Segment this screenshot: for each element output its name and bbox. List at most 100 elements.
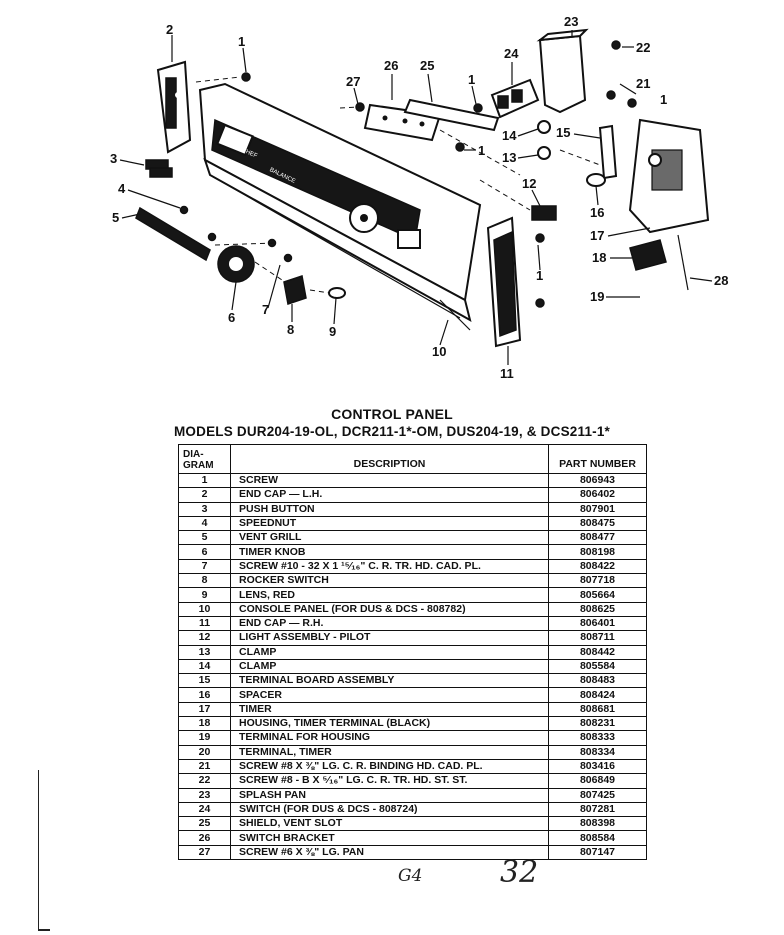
part-description: CLAMP: [230, 658, 549, 675]
part-number: 807425: [548, 787, 647, 803]
callout-3: 3: [110, 151, 117, 166]
diagram-number: 24: [178, 801, 231, 818]
callout-24: 24: [504, 46, 519, 61]
callout-5: 5: [112, 210, 119, 225]
part-description: SPEEDNUT: [230, 515, 549, 532]
part-description: SCREW #8 x ⅜" LG. C. R. BINDING HD. CAD.…: [230, 758, 549, 775]
diagram-number: 10: [178, 601, 231, 617]
part-number: 806402: [548, 487, 647, 503]
diagram-number: 22: [178, 773, 231, 789]
diagram-number: 7: [178, 558, 231, 575]
part-number: 808625: [548, 601, 647, 617]
part-number: 808584: [548, 830, 647, 846]
part-number: 807281: [548, 801, 647, 818]
part-number: 808424: [548, 687, 647, 703]
scan-edge-bottom: [38, 929, 50, 931]
diagram-number: 13: [178, 644, 231, 660]
callout-23: 23: [564, 14, 578, 29]
callout-4: 4: [118, 181, 126, 196]
diagram-number: 16: [178, 687, 231, 703]
callout-9: 9: [329, 324, 336, 339]
diagram-number: 20: [178, 744, 231, 760]
switch: [490, 78, 540, 119]
part-description: TERMINAL BOARD ASSEMBLY: [230, 673, 549, 689]
diagram-number: 26: [178, 830, 231, 846]
section-title: CONTROL PANEL: [331, 406, 453, 422]
diagram-number: 21: [178, 758, 231, 775]
part-number: 808398: [548, 816, 647, 832]
handwritten-page-number: 32: [500, 855, 539, 890]
part-description: CONSOLE PANEL (For DUS & DCS - 808782): [230, 601, 549, 617]
end-cap-rh: [486, 216, 522, 348]
callout-1b: 1: [468, 72, 475, 87]
part-description: PUSH BUTTON: [230, 501, 549, 517]
front-parts: [135, 159, 346, 305]
assembly-lines: [195, 76, 601, 294]
part-number: 808681: [548, 701, 647, 718]
part-number: 808483: [548, 673, 647, 689]
callout-6: 6: [228, 310, 235, 325]
part-description: CLAMP: [230, 644, 549, 660]
callout-18: 18: [592, 250, 606, 265]
console-panel: MAGIC CHEF BALANCE: [198, 82, 482, 331]
callout-26: 26: [384, 58, 398, 73]
callout-1c: 1: [478, 143, 485, 158]
diagram-number: 1: [178, 472, 231, 489]
part-description: HOUSING, TIMER TERMINAL (BLACK): [230, 716, 549, 732]
part-number: 808198: [548, 544, 647, 560]
diagram-number: 11: [178, 615, 231, 632]
header-description: DESCRIPTION: [230, 444, 549, 474]
part-description: TERMINAL, TIMER: [230, 744, 549, 760]
callout-25: 25: [420, 58, 434, 73]
diagram-number: 23: [178, 787, 231, 803]
diagram-number: 12: [178, 630, 231, 646]
part-description: VENT GRILL: [230, 530, 549, 546]
diagram-number: 27: [178, 844, 231, 861]
callout-13: 13: [502, 150, 516, 165]
callout-10: 10: [432, 344, 446, 359]
part-number: 806401: [548, 615, 647, 632]
part-description: SPACER: [230, 687, 549, 703]
part-number: 808334: [548, 744, 647, 760]
diagram-number: 19: [178, 730, 231, 746]
part-description: SHIELD, VENT SLOT: [230, 816, 549, 832]
part-description: ROCKER SWITCH: [230, 573, 549, 589]
part-number: 807718: [548, 573, 647, 589]
callout-8: 8: [287, 322, 294, 337]
part-number: 808475: [548, 515, 647, 532]
part-description: END CAP — L.H.: [230, 487, 549, 503]
part-number: 808333: [548, 730, 647, 746]
part-description: SPLASH PAN: [230, 787, 549, 803]
part-description: SCREW #6 x ⅜" LG. PAN: [230, 844, 549, 861]
part-number: 808711: [548, 630, 647, 646]
callout-17: 17: [590, 228, 604, 243]
callout-19: 19: [590, 289, 604, 304]
callout-21: 21: [636, 76, 650, 91]
callout-7: 7: [262, 302, 269, 317]
handwritten-note-left: G4: [398, 866, 423, 886]
callout-1d: 1: [536, 268, 543, 283]
diagram-number: 14: [178, 658, 231, 675]
part-number: 808422: [548, 558, 647, 575]
callout-15: 15: [556, 125, 570, 140]
diagram-number: 4: [178, 515, 231, 532]
callout-16: 16: [590, 205, 604, 220]
part-description: SWITCH (For DUS & DCS - 808724): [230, 801, 549, 818]
